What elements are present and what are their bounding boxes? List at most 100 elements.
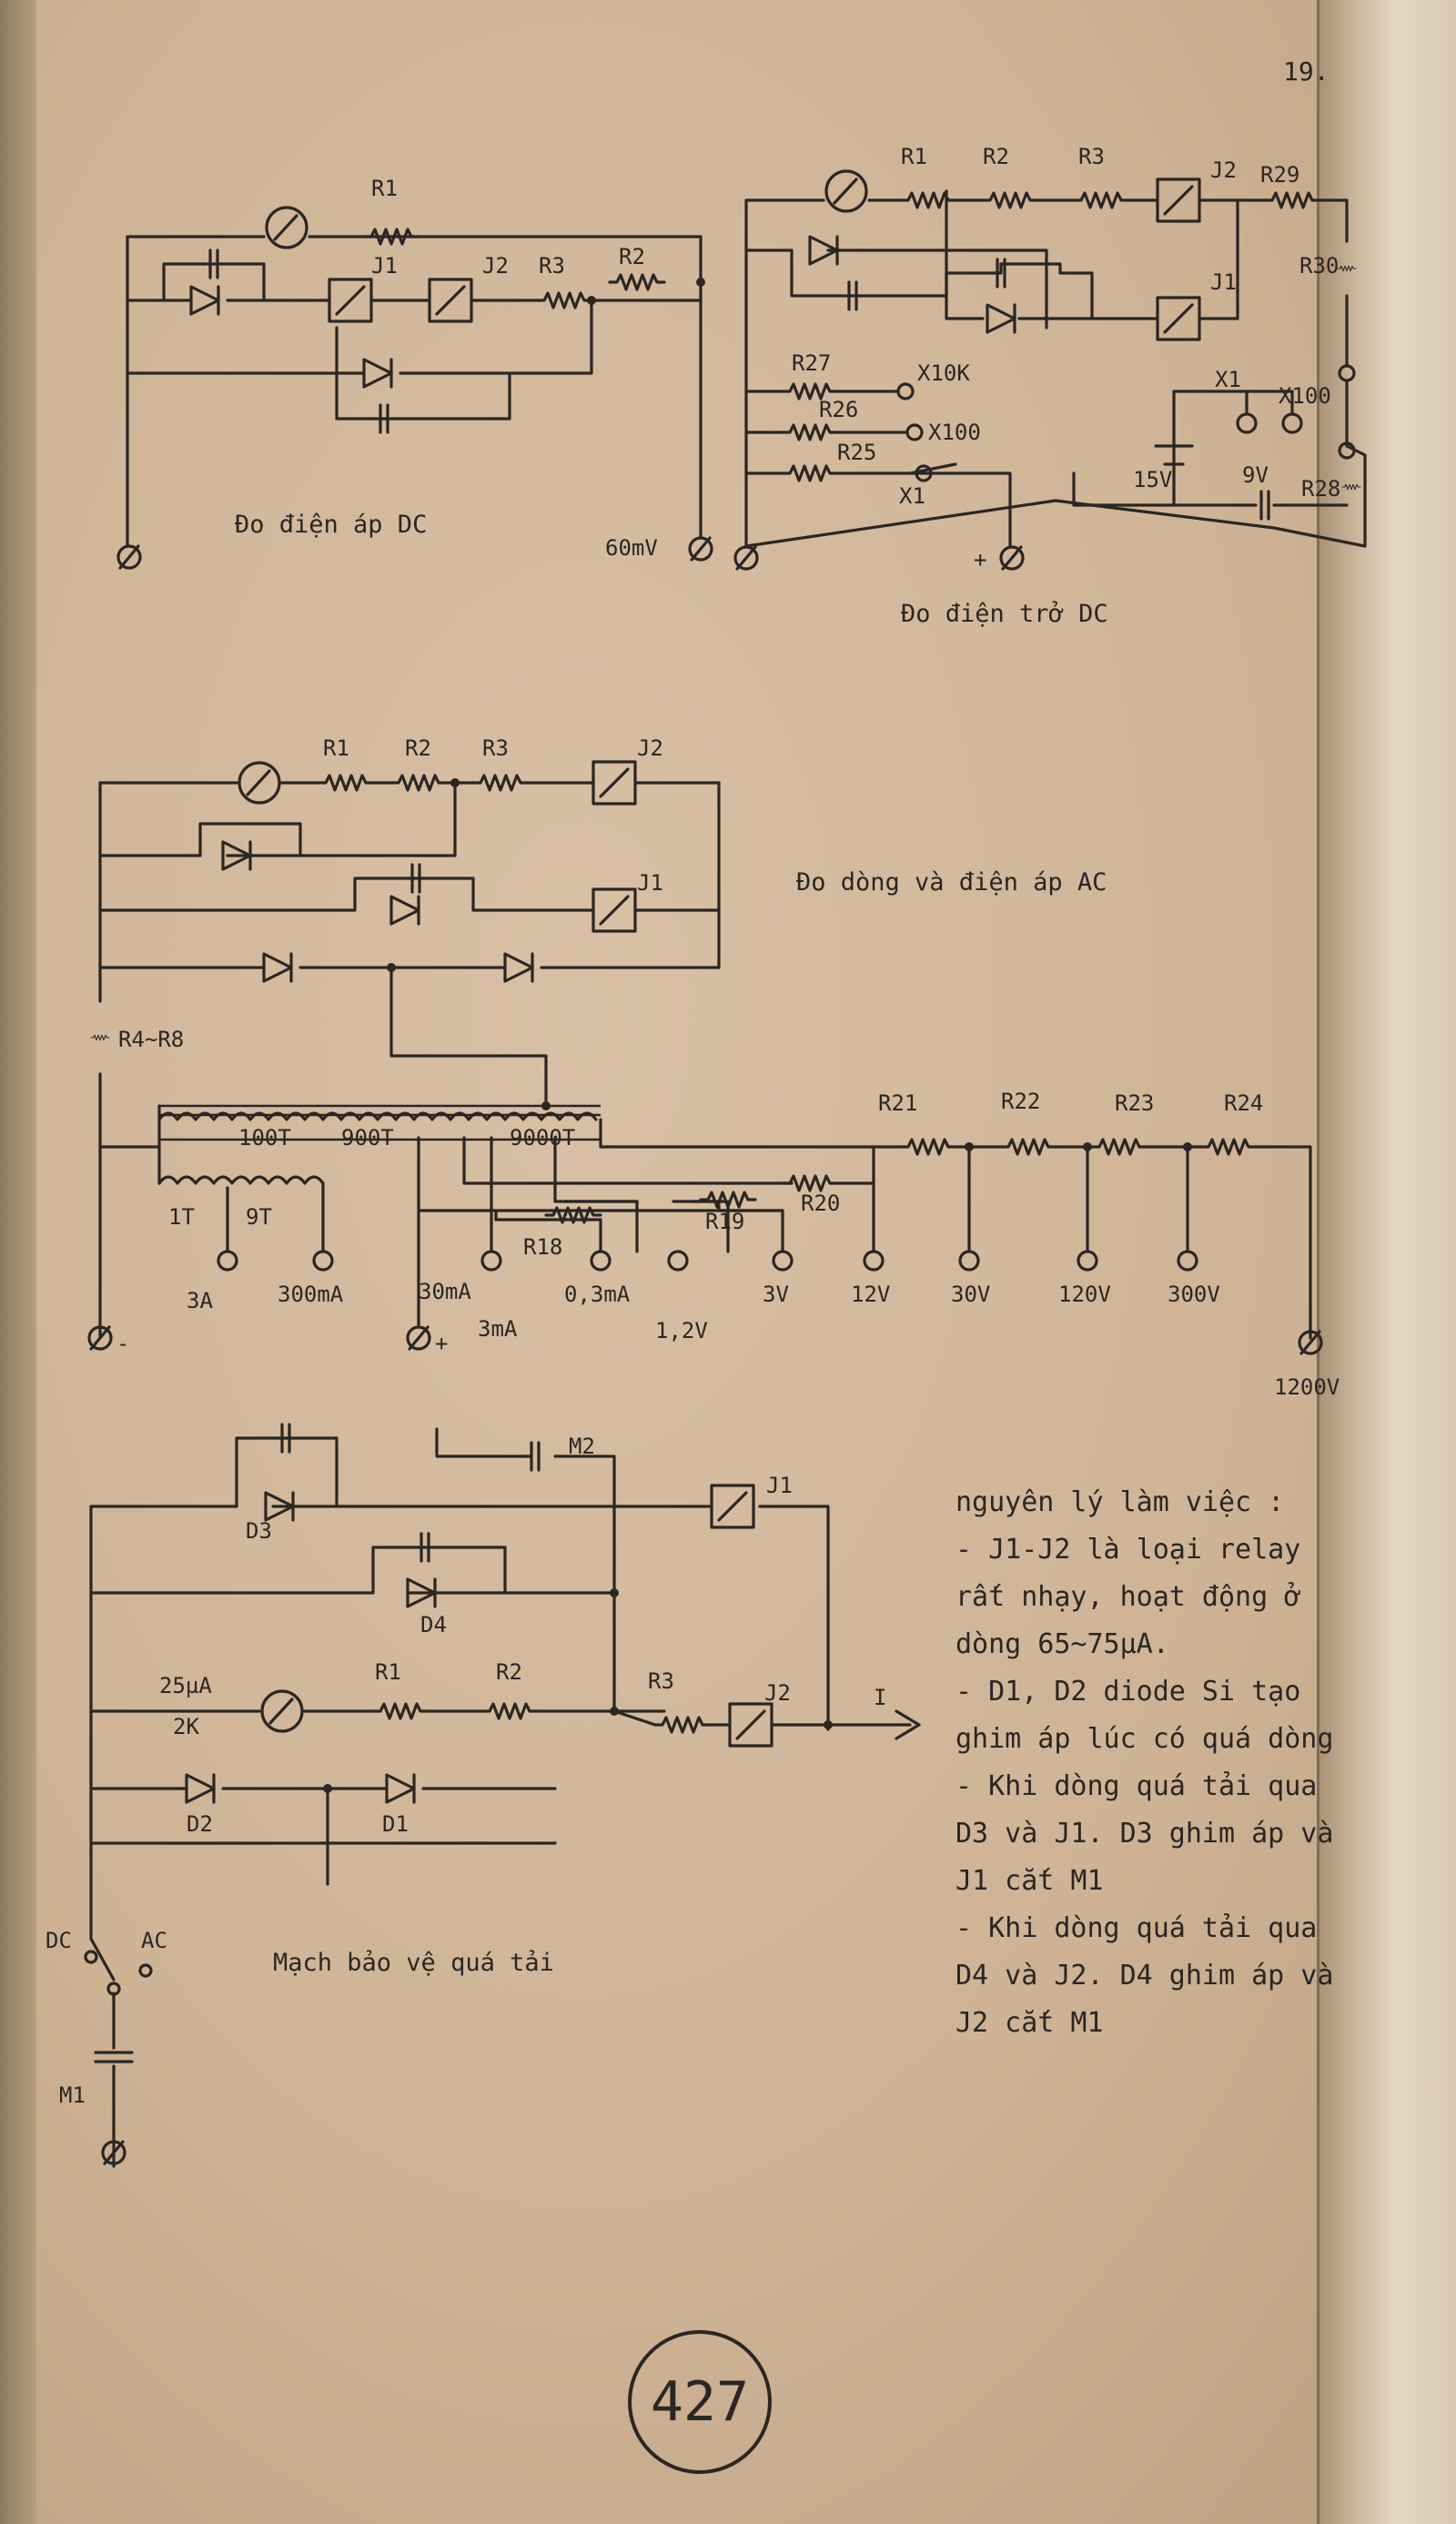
- resistor-r30: [1338, 266, 1356, 270]
- svg-text:R3: R3: [1078, 144, 1105, 169]
- caption-dc-voltage: Đo điện áp DC: [235, 511, 427, 539]
- svg-text:3V: 3V: [763, 1282, 789, 1307]
- next-page-edge: [1317, 0, 1456, 2524]
- book-spine: [0, 0, 36, 2524]
- relay-j2: [1156, 177, 1201, 223]
- resistor-r1: [317, 774, 375, 792]
- diode-icon: [189, 285, 220, 316]
- svg-text:R25: R25: [837, 440, 876, 465]
- svg-text:R20: R20: [801, 1191, 840, 1216]
- notes-line: J1 cắt M1: [956, 1865, 1104, 1897]
- terminal-60mv: [688, 536, 713, 562]
- svg-text:R2: R2: [983, 144, 1009, 169]
- svg-text:R2: R2: [405, 735, 431, 761]
- svg-text:M2: M2: [569, 1434, 595, 1459]
- svg-text:R26: R26: [819, 397, 858, 422]
- svg-text:9T: 9T: [246, 1204, 272, 1230]
- svg-text:J1: J1: [766, 1473, 793, 1498]
- notes-line: rất nhạy, hoạt động ở: [956, 1581, 1301, 1613]
- resistor-r3: [653, 1716, 712, 1734]
- svg-text:I: I: [874, 1685, 886, 1710]
- svg-text:R4~R8: R4~R8: [118, 1027, 184, 1052]
- notes-line: - J1-J2 là loại relay: [956, 1534, 1301, 1566]
- meter-icon: [238, 761, 281, 805]
- relay-j1: [710, 1484, 755, 1529]
- svg-text:J2: J2: [482, 253, 509, 279]
- svg-text:X10K: X10K: [917, 360, 970, 386]
- svg-text:30mA: 30mA: [419, 1279, 471, 1304]
- diode-icon: [262, 952, 293, 983]
- svg-text:3A: 3A: [187, 1288, 213, 1313]
- ac-diagram: R1 R2 R3 J2 J1 R4~R8 100T 900T 9000T 1T …: [89, 735, 1340, 1400]
- terminal-common: [116, 544, 142, 570]
- dc-resistance-diagram: R1 R2 R3 J2 R29 J1 R30 R27 R26 R25 X10K …: [733, 144, 1367, 628]
- page-number-top: 19.: [1283, 56, 1330, 86]
- notes-line: ghim áp lúc có quá dòng: [956, 1723, 1334, 1755]
- svg-text:AC: AC: [141, 1928, 167, 1953]
- notes-line: D3 và J1. D3 ghim áp và: [956, 1818, 1334, 1850]
- resistor-r29: [1263, 191, 1321, 209]
- svg-text:D1: D1: [382, 1811, 409, 1837]
- svg-text:R21: R21: [878, 1090, 917, 1116]
- svg-text:R1: R1: [371, 176, 398, 201]
- diode-d2: [185, 1773, 216, 1804]
- svg-text:1T: 1T: [168, 1204, 195, 1230]
- svg-text:0,3mA: 0,3mA: [564, 1282, 631, 1307]
- diode-icon: [362, 358, 393, 389]
- resistor-r20: [781, 1174, 839, 1192]
- svg-text:R28: R28: [1301, 476, 1340, 502]
- relay-j2: [592, 760, 637, 806]
- svg-text:R2: R2: [496, 1659, 522, 1685]
- svg-text:900T: 900T: [341, 1125, 394, 1150]
- svg-text:25µA: 25µA: [159, 1673, 212, 1698]
- svg-text:R19: R19: [705, 1209, 744, 1234]
- notes-title: nguyên lý làm việc :: [956, 1486, 1285, 1518]
- resistor-r2: [389, 774, 448, 792]
- resistor-r22: [999, 1138, 1057, 1156]
- svg-text:1,2V: 1,2V: [655, 1318, 708, 1343]
- svg-text:300V: 300V: [1168, 1282, 1220, 1307]
- svg-text:X100: X100: [928, 420, 981, 445]
- svg-text:D2: D2: [187, 1811, 213, 1837]
- notes-line: J2 cắt M1: [956, 2007, 1104, 2039]
- resistor-r26: [781, 423, 839, 441]
- resistor-r3: [471, 774, 530, 792]
- svg-text:30V: 30V: [951, 1282, 990, 1307]
- svg-text:100T: 100T: [238, 1125, 291, 1150]
- svg-text:12V: 12V: [851, 1282, 890, 1307]
- svg-text:R22: R22: [1001, 1089, 1040, 1114]
- caption-ac: Đo dòng và điện áp AC: [796, 868, 1107, 897]
- caption-dc-resistance: Đo điện trở DC: [901, 600, 1108, 628]
- svg-text:R18: R18: [523, 1234, 562, 1260]
- capacitor-9v: [1259, 490, 1270, 521]
- svg-text:X1: X1: [1215, 367, 1241, 392]
- resistor-r3: [1072, 191, 1130, 209]
- notes-line: - D1, D2 diode Si tạo: [956, 1676, 1301, 1708]
- resistor-r3: [535, 291, 593, 309]
- svg-text:R29: R29: [1260, 162, 1299, 188]
- terminal-plus: [406, 1325, 431, 1351]
- svg-text:9000T: 9000T: [510, 1125, 575, 1150]
- svg-text:60mV: 60mV: [605, 535, 658, 561]
- working-principle-notes: nguyên lý làm việc : - J1-J2 là loại rel…: [956, 1479, 1410, 2047]
- svg-text:120V: 120V: [1058, 1282, 1111, 1307]
- svg-text:R3: R3: [539, 253, 565, 279]
- resistor-r21: [899, 1138, 957, 1156]
- meter-icon: [265, 206, 308, 249]
- svg-text:J1: J1: [371, 253, 398, 279]
- svg-text:DC: DC: [46, 1928, 72, 1953]
- svg-text:R1: R1: [375, 1659, 401, 1685]
- resistor-r25: [781, 464, 839, 482]
- resistor-r1: [371, 1702, 430, 1720]
- resistor-r23: [1090, 1138, 1148, 1156]
- diode-icon: [503, 952, 534, 983]
- notes-line: D4 và J2. D4 ghim áp và: [956, 1960, 1334, 1992]
- svg-text:1200V: 1200V: [1274, 1374, 1340, 1400]
- svg-text:15V: 15V: [1133, 467, 1172, 492]
- svg-text:D4: D4: [420, 1612, 447, 1637]
- svg-text:J2: J2: [637, 735, 663, 761]
- caption-protection: Mạch bảo vệ quá tải: [273, 1949, 554, 1977]
- svg-text:9V: 9V: [1242, 462, 1269, 488]
